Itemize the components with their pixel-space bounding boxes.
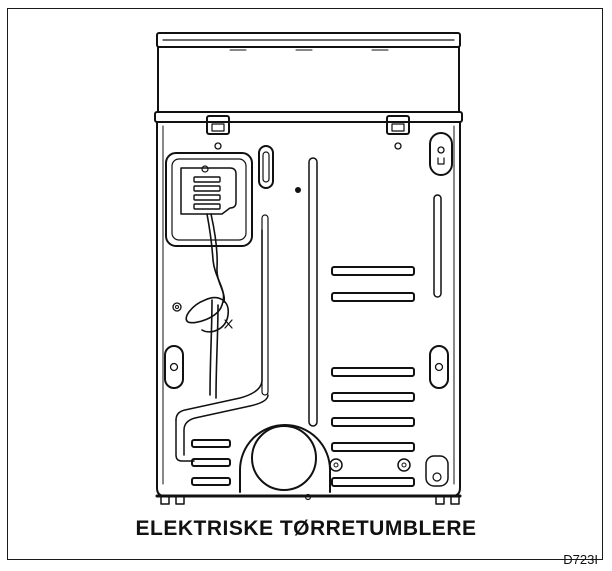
- leveling-feet: [160, 493, 460, 505]
- panel-ribs: [175, 145, 442, 462]
- figure-frame: [7, 8, 603, 560]
- power-cord: [185, 213, 233, 399]
- screw-dot: [295, 187, 301, 193]
- cabinet-body: [155, 121, 462, 498]
- terminal-block-cover: [165, 152, 253, 247]
- top-console: [154, 32, 463, 123]
- louvers: [191, 266, 415, 487]
- vent-mount-top: [429, 132, 453, 176]
- top-clips: [206, 115, 410, 150]
- figure-caption: ELEKTRISKE TØRRETUMBLERE: [135, 517, 477, 540]
- side-mounts: [164, 302, 449, 389]
- figure-code: D723I: [563, 552, 598, 567]
- exhaust-vent: [239, 424, 449, 493]
